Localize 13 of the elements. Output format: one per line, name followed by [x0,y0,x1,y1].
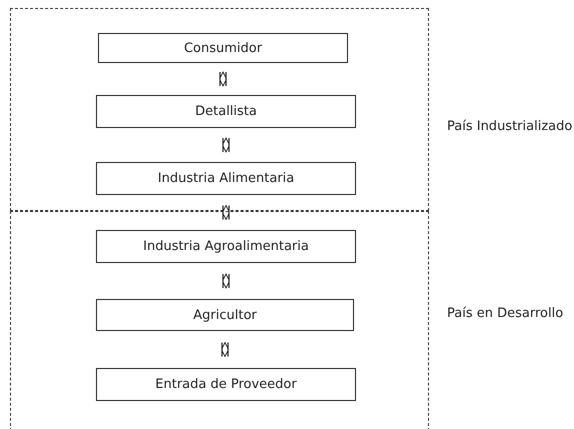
double-arrow [219,72,227,86]
region-label: País Industrializado [447,118,574,136]
process-box: Detallista [96,95,356,128]
region-label: País en Desarrollo [447,305,564,323]
process-box: Entrada de Proveedor [96,368,356,401]
process-box: Agricultor [96,299,354,331]
process-box: Industria Alimentaria [96,162,356,195]
double-arrow [221,342,229,357]
process-box: Consumidor [98,33,348,63]
double-arrow [222,138,230,152]
process-box: Industria Agroalimentaria [96,230,356,263]
double-arrow [222,274,230,288]
double-arrow [222,205,230,220]
